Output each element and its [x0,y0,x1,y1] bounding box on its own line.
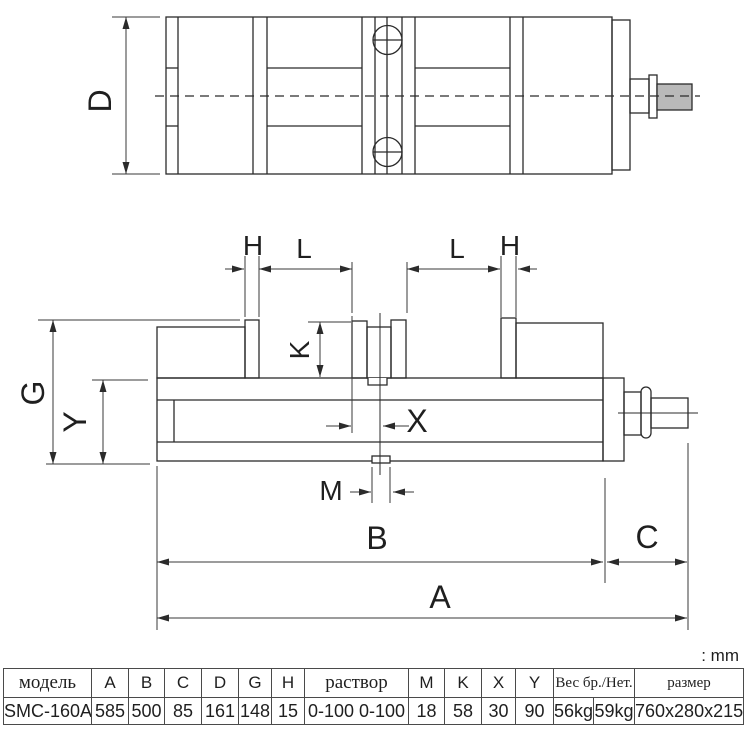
col-header-model: модель [3,668,92,698]
right-jaw-plate [500,317,517,379]
dim-label-c: C [635,519,658,555]
dim-label-a: A [429,579,451,615]
table-header-row: модель A B C D G H раствор M K X Y Вес б… [3,668,745,698]
col-header-d: D [201,668,239,698]
cell-k: 58 [444,697,482,725]
dim-label-h-left: H [243,230,263,261]
table-data-row: SMC-160A 585 500 85 161 148 15 0-100 0-1… [3,697,745,725]
cell-model: SMC-160A [3,697,92,725]
dim-label-k: K [284,340,315,359]
dim-label-l-right: L [449,233,465,264]
dimension-d [112,16,160,175]
col-header-size: размер [634,668,745,698]
dim-label-b: B [366,520,387,556]
center-block-right [390,319,407,379]
cell-x: 30 [481,697,516,725]
cell-c: 85 [164,697,202,725]
front-view [156,313,698,475]
cell-m: 18 [408,697,445,725]
front-dimensions [38,256,689,630]
cell-d: 161 [201,697,239,725]
cell-opening: 0-100 0-100 [304,697,409,725]
center-block-middle [366,326,392,379]
dim-label-l-left: L [296,233,312,264]
col-header-h: H [271,668,305,698]
cell-b: 500 [128,697,165,725]
cell-h: 15 [271,697,305,725]
dim-label-h-right: H [500,230,520,261]
right-jaw-block [515,322,604,379]
center-notch [367,378,388,386]
col-header-k: K [444,668,482,698]
col-header-a: A [91,668,129,698]
cell-size: 760x280x215 [634,697,745,725]
dim-label-g: G [15,381,51,406]
center-block-left [351,320,368,379]
end-block [602,377,625,462]
col-header-weight: Вес бр./Нет. [552,668,636,698]
col-header-g: G [238,668,272,698]
units-note: : mm [701,646,739,665]
col-header-b: B [128,668,165,698]
cell-y: 90 [515,697,554,725]
col-header-y: Y [515,668,554,698]
cell-g: 148 [238,697,272,725]
left-jaw-plate [244,319,260,379]
spec-table: модель A B C D G H раствор M K X Y Вес б… [3,668,745,725]
col-header-c: C [164,668,202,698]
cell-weight-net: 59kg [592,697,636,725]
bottom-key-tab [371,455,391,464]
cell-weight-gross: 56kg [553,697,594,725]
dim-label-m: M [319,475,342,506]
col-header-opening: раствор [304,668,409,698]
end-cap [611,19,631,171]
shaft-rod [656,83,693,111]
top-view [155,16,700,175]
dim-label-x: X [406,403,427,439]
dim-label-d: D [82,89,118,112]
col-header-x: X [481,668,516,698]
dim-label-y: Y [57,411,93,432]
left-jaw-block [156,326,246,379]
col-header-m: M [408,668,445,698]
cell-a: 585 [91,697,129,725]
vise-drawing: D [15,16,700,630]
